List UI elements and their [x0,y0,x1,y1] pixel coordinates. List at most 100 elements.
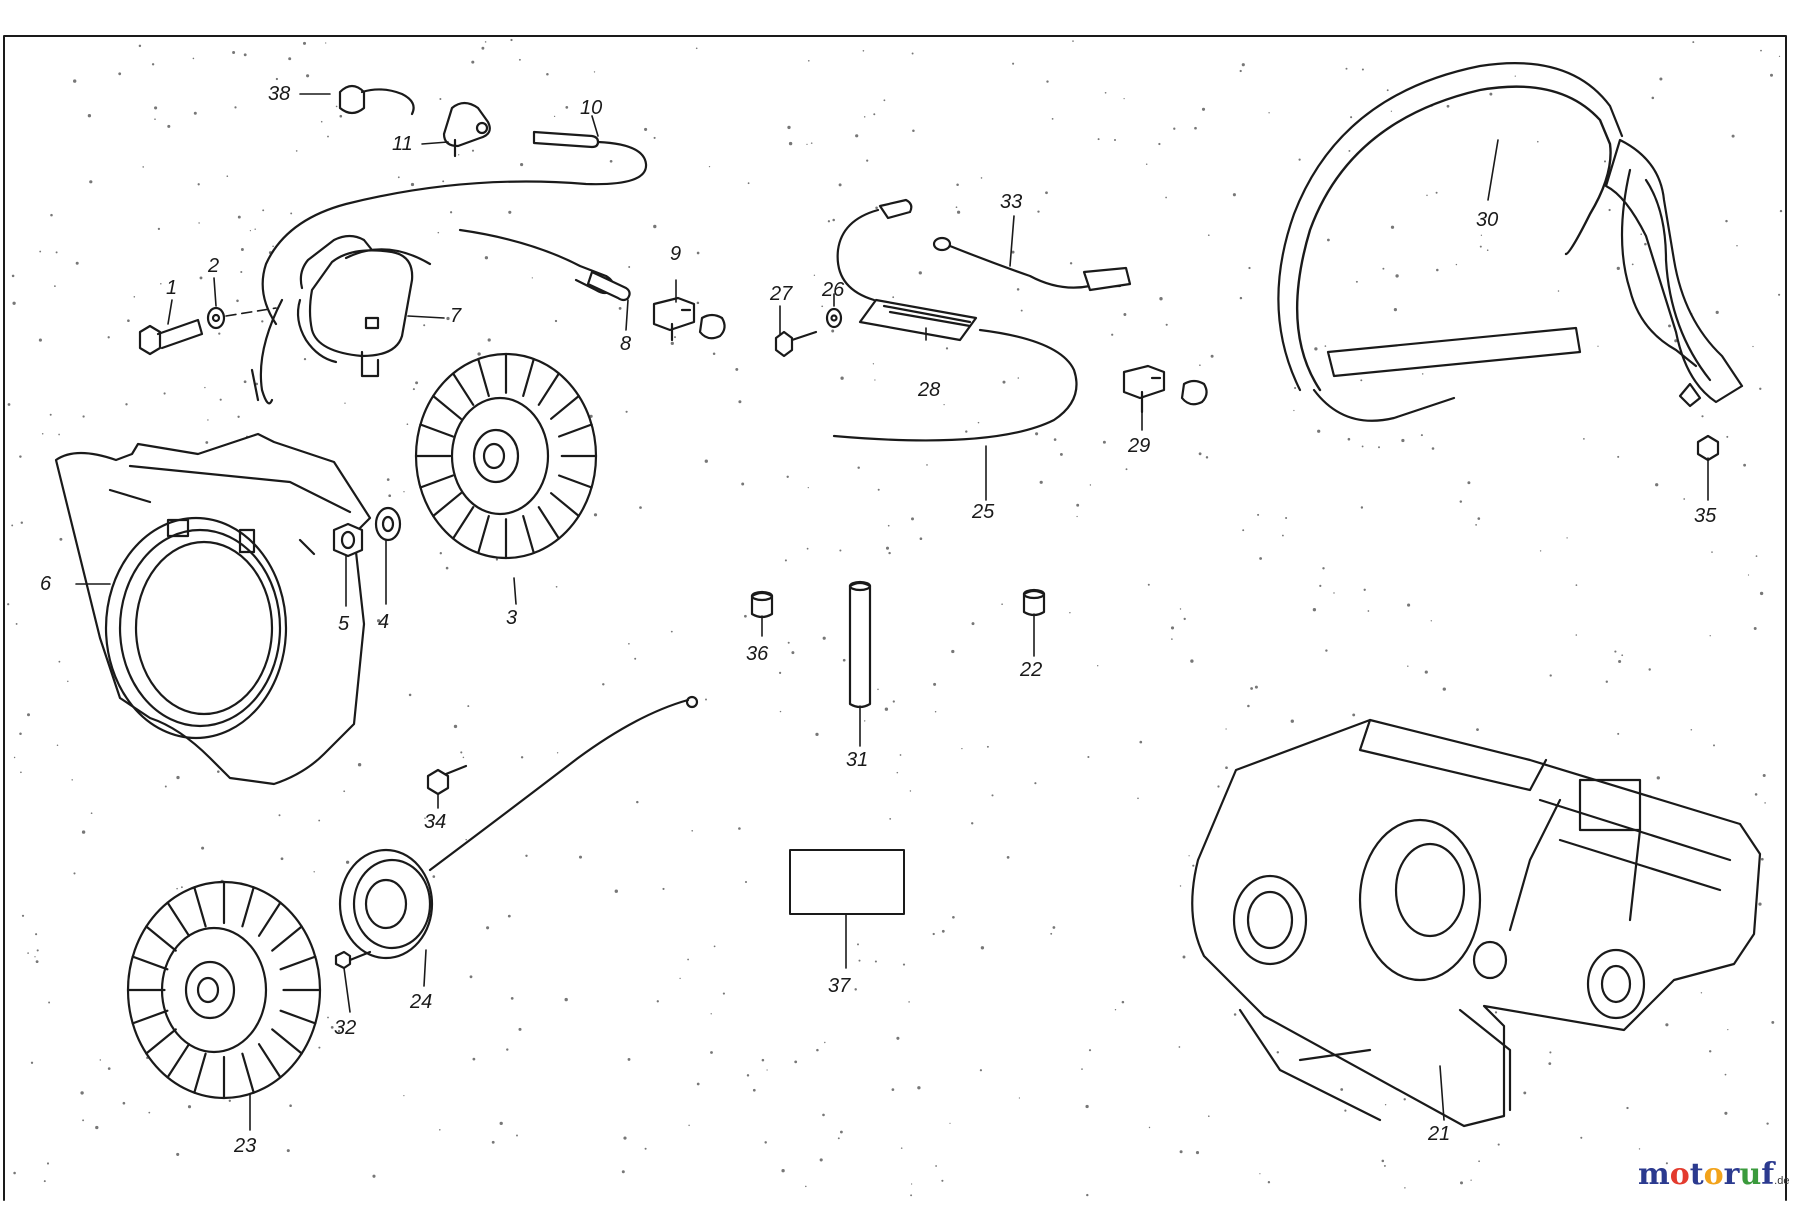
speckle-dot [1345,67,1348,70]
speckle-dot [234,106,237,109]
speckle-dot [1241,63,1245,67]
speckle-dot [122,1101,126,1105]
speckle-dot [593,513,598,517]
part-5-nut [332,522,364,558]
speckle-dot [1285,516,1288,520]
speckle-dot [819,1158,823,1162]
speckle-dot [1381,1159,1385,1163]
speckle-dot [889,818,892,820]
speckle-dot [1778,293,1781,296]
flywheel-fin [241,1052,255,1094]
speckle-dot [1340,1088,1344,1091]
speckle-dot [192,57,195,60]
speckle-dot [445,566,449,570]
speckle-dot [1659,77,1663,81]
speckle-dot [510,997,514,1000]
speckle-dot [19,732,22,735]
speckle-dot [487,338,491,342]
callout-33: 33 [1000,191,1023,213]
speckle-dot [1476,728,1479,731]
speckle-dot [1424,670,1428,674]
speckle-dot [910,1183,913,1185]
speckle-dot [979,1069,983,1072]
speckle-dot [1638,1148,1641,1150]
speckle-dot [372,1174,376,1178]
speckle-dot [1597,345,1599,347]
speckle-dot [73,79,77,83]
speckle-dot [1242,529,1245,532]
speckle-dot [236,299,239,303]
speckle-dot [858,959,861,962]
speckle-dot [1312,608,1317,612]
speckle-dot [977,421,980,424]
speckle-dot [138,44,142,48]
speckle-dot [1319,584,1322,588]
speckle-dot [1069,611,1071,614]
speckle-dot [217,770,220,773]
speckle-dot [910,1194,913,1197]
flywheel-fin [452,506,475,540]
speckle-dot [712,352,716,355]
speckle-dot [710,1013,712,1015]
speckle-dot [1755,555,1758,557]
speckle-dot [313,871,315,873]
speckle-dot [1123,313,1127,316]
speckle-dot [376,619,381,623]
part-21-crankcase [1191,718,1762,1128]
speckle-dot [55,251,58,254]
speckle-dot [1548,1062,1552,1065]
speckle-dot [1247,704,1250,708]
speckle-dot [21,914,25,917]
part-24-coil-ring [338,695,699,960]
speckle-dot [778,671,782,675]
speckle-dot [872,363,875,365]
speckle-dot [877,688,879,691]
speckle-dot [810,142,813,144]
speckle-dot [918,271,922,275]
part-34-screw [426,764,468,796]
speckle-dot [1194,126,1197,130]
speckle-dot [423,324,426,327]
callout-26: 26 [822,279,845,301]
speckle-dot [408,693,412,697]
speckle-dot [653,136,656,139]
speckle-dot [460,751,463,754]
speckle-dot [1727,1029,1729,1031]
speckle-dot [176,1152,180,1156]
speckle-dot [832,218,835,222]
speckle-dot [1259,557,1262,560]
speckle-dot [896,1036,900,1040]
speckle-dot [1421,373,1424,375]
flywheel-fin [145,925,177,952]
speckle-dot [1683,498,1686,500]
speckle-dot [1121,1000,1125,1004]
speckle-dot [199,276,203,280]
speckle-dot [54,285,56,287]
speckle-dot [1403,1098,1406,1101]
speckle-dot [602,683,605,686]
speckle-dot [691,829,694,832]
speckle-dot [827,220,831,223]
speckle-dot [290,212,293,215]
speckle-dot [1298,158,1301,161]
speckle-dot [1020,309,1023,312]
speckle-dot [343,790,346,793]
leader-lines [75,93,1709,1131]
part-2-washer [206,306,277,330]
speckle-dot [1102,440,1106,444]
speckle-dot [1626,1106,1629,1110]
speckle-dot [43,1180,46,1183]
speckle-dot [1621,654,1624,657]
speckle-dot [837,1137,840,1140]
speckle-dot [1497,1143,1500,1146]
speckle-dot [1268,112,1270,114]
speckle-dot [786,475,789,478]
speckle-dot [318,819,321,822]
speckle-dot [1259,1173,1261,1175]
speckle-dot [13,1171,16,1175]
speckle-dot [154,106,158,110]
speckle-dot [951,649,955,654]
speckle-dot [1709,635,1711,637]
speckle-dot [781,1169,785,1173]
flywheel-fin [193,1052,207,1094]
